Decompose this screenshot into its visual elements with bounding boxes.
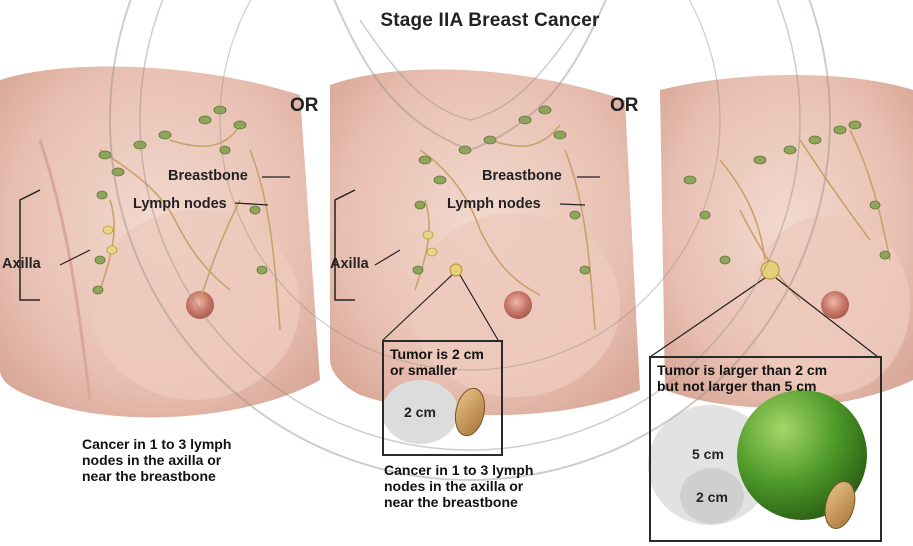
breastbone-label-2: Breastbone	[482, 168, 562, 184]
caption-line: near the breastbone	[384, 494, 574, 510]
tumor-box-line: but not larger than 5 cm	[657, 378, 827, 394]
size-label-5cm: 5 cm	[692, 446, 724, 462]
tumor-box-line: Tumor is larger than 2 cm	[657, 362, 827, 378]
size-label-2cm-box3: 2 cm	[696, 489, 728, 505]
caption-line: Cancer in 1 to 3 lymph	[82, 436, 272, 452]
breastbone-label-1: Breastbone	[168, 168, 248, 184]
lymph-nodes-label-2: Lymph nodes	[447, 196, 541, 212]
or-label-1: OR	[290, 95, 319, 117]
caption-panel-1: Cancer in 1 to 3 lymph nodes in the axil…	[82, 436, 272, 484]
tumor-box-text-3: Tumor is larger than 2 cm but not larger…	[657, 362, 827, 394]
size-label-2cm: 2 cm	[404, 404, 436, 420]
caption-line: nodes in the axilla or	[384, 478, 574, 494]
diagram-title: Stage IIA Breast Cancer	[340, 10, 640, 32]
caption-line: Cancer in 1 to 3 lymph	[384, 462, 574, 478]
tumor-box-line: or smaller	[390, 362, 484, 378]
caption-panel-2: Cancer in 1 to 3 lymph nodes in the axil…	[384, 462, 574, 510]
caption-line: near the breastbone	[82, 468, 272, 484]
axilla-label-2: Axilla	[330, 256, 369, 272]
caption-line: nodes in the axilla or	[82, 452, 272, 468]
axilla-label-1: Axilla	[2, 256, 41, 272]
or-label-2: OR	[610, 95, 639, 117]
tumor-box-text-2: Tumor is 2 cm or smaller	[390, 346, 484, 378]
tumor-box-line: Tumor is 2 cm	[390, 346, 484, 362]
lymph-nodes-label-1: Lymph nodes	[133, 196, 227, 212]
